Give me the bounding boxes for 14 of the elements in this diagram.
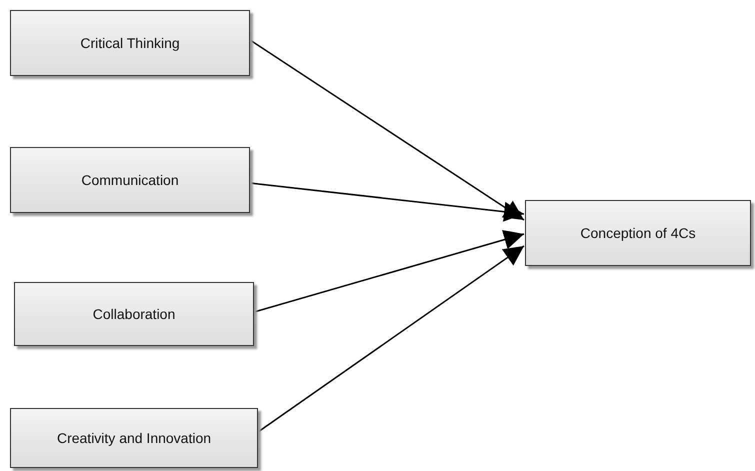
box-label: Conception of 4Cs — [580, 225, 696, 241]
arrow — [250, 182, 524, 222]
box-label: Collaboration — [92, 306, 176, 322]
process-box — [14, 282, 254, 346]
box-label: Critical Thinking — [80, 35, 180, 51]
box-label: Communication — [81, 172, 179, 188]
process-box — [10, 147, 250, 213]
process-box — [10, 408, 258, 468]
arrow — [258, 245, 524, 433]
arrow — [250, 39, 524, 221]
process-box — [10, 10, 250, 76]
process-box — [525, 200, 751, 266]
arrow — [254, 230, 524, 313]
box-label: Creativity and Innovation — [56, 430, 212, 446]
